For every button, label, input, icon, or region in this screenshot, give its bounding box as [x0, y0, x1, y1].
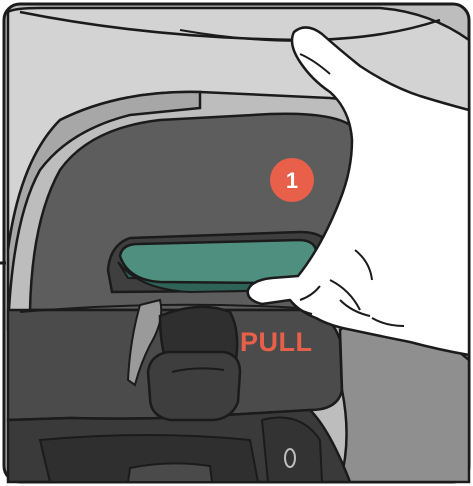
step-badge: 1 [270, 158, 314, 202]
pull-label: PULL [240, 327, 313, 357]
step-badge-number: 1 [286, 168, 298, 193]
mechanism-handle [148, 352, 240, 420]
bottom-buckle [128, 463, 212, 482]
